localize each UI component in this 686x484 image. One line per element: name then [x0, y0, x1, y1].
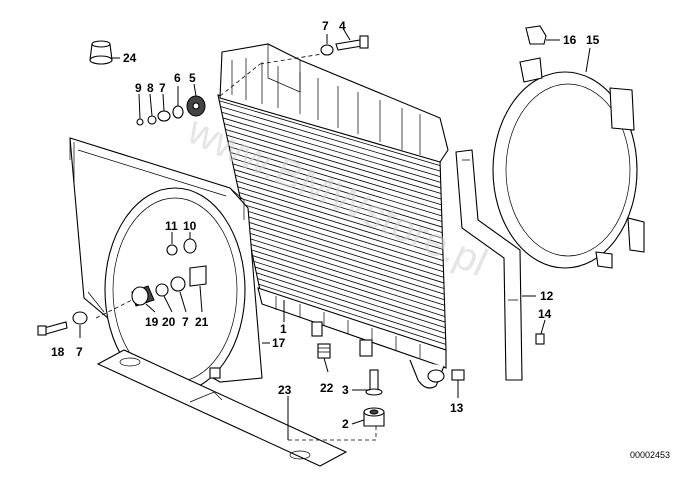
callout-13: 13	[450, 401, 464, 415]
callout-22: 22	[320, 381, 334, 395]
diagram-part-number: 00002453	[630, 450, 670, 460]
radiator-fin-line	[256, 272, 446, 334]
radiator-fin-line	[249, 243, 445, 306]
radiator-fin-line	[246, 226, 445, 289]
radiator	[217, 43, 449, 389]
callout-labels: 24 7 4 9 8 7 6 5 11 10 19 20 7 21 1 17 1…	[51, 19, 600, 431]
radiator-fin-line	[257, 278, 446, 340]
radiator-fin-line	[253, 260, 446, 323]
radiator-fin-line	[225, 129, 442, 194]
callout-7-top: 7	[322, 19, 329, 33]
fan-cowl	[492, 25, 645, 269]
radiator-fin-line	[251, 249, 445, 312]
radiator-fin-line	[221, 111, 441, 178]
radiator-fin-line	[235, 174, 443, 239]
radiator-fin-line	[245, 220, 445, 284]
radiator-fin-line	[242, 209, 444, 273]
callout-7-left: 7	[76, 345, 83, 359]
callout-17: 17	[272, 336, 286, 350]
callout-19: 19	[145, 315, 159, 329]
callout-6: 6	[174, 71, 181, 85]
radiator-fin-line	[220, 106, 441, 172]
hardware	[37, 35, 545, 427]
callout-20: 20	[162, 315, 176, 329]
radiator-fin-line	[237, 186, 443, 250]
carrier-bar	[96, 349, 348, 467]
callout-24: 24	[123, 51, 137, 65]
radiator-fin-line	[241, 203, 444, 267]
radiator-fin-line	[248, 238, 445, 301]
side-bracket	[455, 149, 523, 381]
callout-12: 12	[540, 289, 554, 303]
radiator-fin-line	[227, 140, 442, 206]
radiator-fin-line	[252, 255, 446, 317]
callout-4: 4	[339, 19, 346, 33]
radiator-fin-line	[236, 180, 443, 245]
callout-3: 3	[342, 383, 349, 397]
callout-5: 5	[189, 71, 196, 85]
callout-21: 21	[195, 315, 209, 329]
radiator-fin-line	[231, 157, 443, 222]
callout-7-mount: 7	[159, 81, 166, 95]
callout-8: 8	[147, 81, 154, 95]
radiator-fin-line	[238, 192, 444, 256]
callout-14: 14	[538, 307, 552, 321]
callout-11: 11	[165, 219, 178, 233]
radiator-fin-line	[229, 146, 442, 211]
radiator-fin-line	[232, 163, 443, 228]
radiator-fin-line	[254, 266, 446, 329]
radiator-fin-line	[243, 215, 444, 278]
radiator-fin-line	[247, 232, 445, 295]
callout-1: 1	[280, 322, 287, 336]
fan-shroud	[69, 137, 263, 393]
callout-15: 15	[586, 33, 600, 47]
callout-9: 9	[135, 81, 142, 95]
radiator-fin-line	[230, 151, 442, 217]
callout-23: 23	[278, 383, 292, 397]
radiator-fin-line	[219, 100, 441, 166]
callout-16: 16	[563, 33, 577, 47]
callout-7-fan: 7	[182, 315, 189, 329]
leader-lines	[79, 29, 591, 441]
callout-18: 18	[51, 345, 65, 359]
radiator-fin-line	[226, 134, 442, 200]
radiator-fin-line	[240, 197, 444, 261]
radiator-fin-line	[233, 169, 443, 234]
radiator-fins	[219, 100, 446, 345]
radiator-fin-line	[222, 117, 441, 183]
callout-2: 2	[342, 417, 349, 431]
callout-10: 10	[183, 219, 197, 233]
radiator-fin-line	[258, 283, 446, 345]
radiator-fin-line	[224, 123, 441, 189]
